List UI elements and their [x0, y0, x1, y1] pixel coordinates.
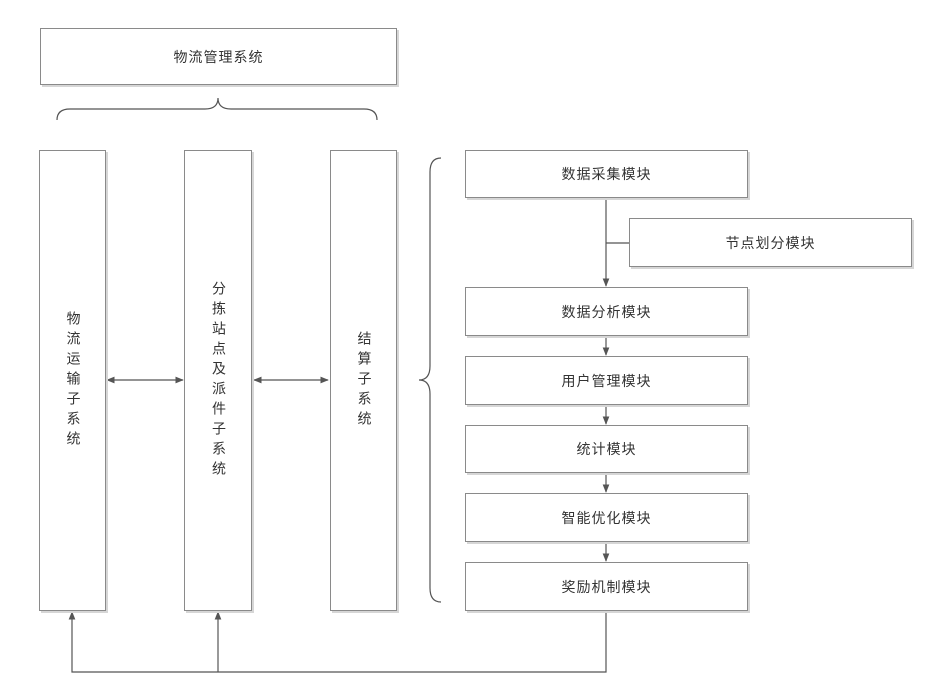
module-node-division-label: 节点划分模块: [726, 233, 816, 253]
module-data-collection-label: 数据采集模块: [562, 164, 652, 184]
module-incentive-mechanism-box: 奖励机制模块: [465, 562, 748, 611]
subsystem-sorting-box: 分拣站点及派件子系统: [184, 150, 252, 611]
module-data-analysis-box: 数据分析模块: [465, 287, 748, 336]
module-intelligent-optimization-label: 智能优化模块: [562, 508, 652, 528]
module-statistics-box: 统计模块: [465, 425, 748, 473]
subsystem-settlement-box: 结算子系统: [330, 150, 397, 611]
subsystem-transport-label: 物流运输子系统: [63, 311, 83, 451]
module-user-management-box: 用户管理模块: [465, 356, 748, 405]
modules-brace: [419, 158, 441, 602]
module-intelligent-optimization-box: 智能优化模块: [465, 493, 748, 542]
module-statistics-label: 统计模块: [577, 439, 637, 459]
module-user-management-label: 用户管理模块: [562, 371, 652, 391]
top-system-box: 物流管理系统: [40, 28, 397, 85]
module-data-collection-box: 数据采集模块: [465, 150, 748, 198]
module-incentive-mechanism-label: 奖励机制模块: [562, 577, 652, 597]
top-brace: [57, 98, 377, 120]
module-node-division-box: 节点划分模块: [629, 218, 912, 267]
module-data-analysis-label: 数据分析模块: [562, 302, 652, 322]
subsystem-sorting-label: 分拣站点及派件子系统: [208, 281, 228, 481]
feedback-loop: [72, 611, 606, 672]
subsystem-settlement-label: 结算子系统: [354, 331, 374, 431]
top-system-label: 物流管理系统: [174, 47, 264, 67]
subsystem-transport-box: 物流运输子系统: [39, 150, 106, 611]
